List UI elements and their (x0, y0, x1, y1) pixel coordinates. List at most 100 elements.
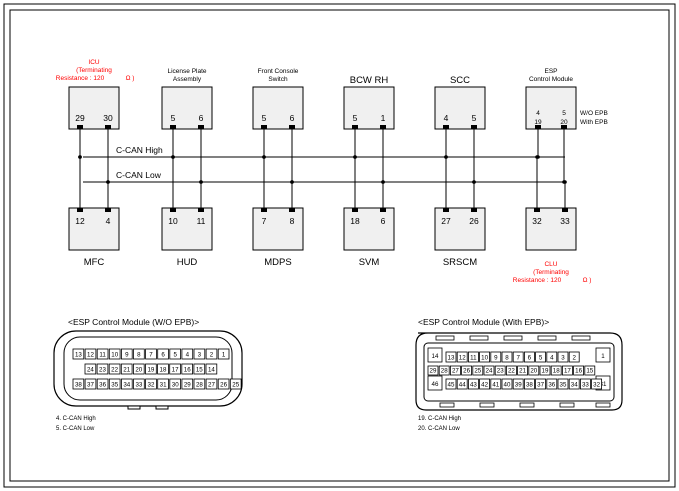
pin-cell-label: 21 (519, 368, 526, 375)
w-o-epb-label: W/O EPB (580, 110, 608, 117)
pin-label: 10 (168, 216, 178, 226)
pin-cell (217, 348, 230, 360)
pin-cell (528, 365, 540, 376)
pin-label: 8 (290, 216, 295, 226)
junction-dot (171, 155, 175, 159)
pin-cell (557, 378, 569, 390)
module-name: (Terminating (76, 67, 112, 74)
pin-cell (573, 365, 584, 376)
junction-dot (106, 180, 110, 184)
pin-cell (193, 363, 206, 375)
pin-cell (461, 365, 473, 376)
pin-cell (108, 348, 121, 360)
pin-cell-label: 26 (220, 382, 227, 389)
pin-cell-label: 18 (553, 368, 560, 375)
pin-cell-label: 43 (470, 382, 477, 389)
pin-cell-label: 6 (161, 352, 165, 359)
pin-cell (535, 351, 546, 363)
pin-cell-label: 28 (441, 368, 448, 375)
connector-tab (519, 402, 535, 408)
pin-cell (96, 348, 109, 360)
bottom-module-box (525, 207, 577, 251)
connector-tab (469, 335, 489, 341)
module-name: Resistance : 120 (513, 277, 562, 284)
pin-cell-label: 33 (582, 382, 589, 389)
pin-label: 1 (381, 113, 386, 123)
pin-cell-label: 22 (508, 368, 515, 375)
pin-marker (562, 208, 568, 212)
pin-cell (181, 363, 194, 375)
pin-label: 5 (262, 113, 267, 123)
pin-cell-label: 7 (149, 352, 153, 359)
pin-cell-label: 45 (448, 382, 455, 389)
pin-cell (133, 348, 145, 360)
pin-cell-label: 11 (470, 355, 477, 362)
pin-cell (524, 351, 535, 363)
junction-dot (472, 180, 476, 184)
inner-frame (9, 9, 670, 482)
pin-marker (380, 208, 386, 212)
pin-cell (133, 378, 145, 390)
pin-label: 30 (103, 113, 113, 123)
pin-marker (534, 208, 540, 212)
pin-cell (562, 365, 573, 376)
pin-cell (427, 365, 439, 376)
pin-cell (568, 351, 580, 363)
pin-cell (501, 351, 513, 363)
pin-marker (77, 208, 83, 212)
note: 4. C-CAN High (56, 416, 96, 422)
pin-cell-label: 34 (123, 382, 130, 389)
module-name: (Terminating (533, 269, 569, 276)
pin-marker (289, 125, 295, 129)
pin-cell (108, 378, 121, 390)
pin-cell (479, 378, 491, 390)
pin-cell-label: 28 (196, 382, 203, 389)
pin-cell (550, 365, 562, 376)
note: 5. C-CAN Low (56, 426, 95, 432)
module-name: SVM (359, 257, 380, 268)
module-name: ESP (544, 68, 557, 75)
pin-marker (561, 125, 567, 129)
pin-cell-label: 13 (75, 352, 82, 359)
pin-cell (157, 378, 169, 390)
big-pin-label: 46 (432, 381, 439, 388)
pin-marker (261, 208, 267, 212)
pin-cell-label: 15 (586, 368, 593, 375)
connector-tab (155, 405, 169, 410)
pin-cell-label: 35 (560, 382, 567, 389)
pin-cell (456, 378, 468, 390)
pin-cell-label: 17 (172, 367, 179, 374)
pin-label: 4 (536, 110, 540, 117)
pin-marker (170, 208, 176, 212)
pin-cell (181, 378, 194, 390)
pin-cell-label: 10 (111, 352, 118, 359)
pin-cell-label: 29 (430, 368, 437, 375)
pin-cell-label: 22 (111, 367, 118, 374)
pin-marker (471, 125, 477, 129)
module-name: Assembly (173, 76, 202, 83)
connector-tab (595, 402, 611, 408)
module-name: BCW RH (350, 75, 389, 86)
pin-cell-label: 2 (210, 352, 214, 359)
pin-label: 6 (290, 113, 295, 123)
with-epb-label: With EPB (580, 119, 608, 126)
pin-cell (494, 365, 506, 376)
module-name: Ω ) (583, 277, 592, 284)
pin-cell (121, 378, 133, 390)
module-name: Resistance : 120 (56, 75, 105, 82)
module-name: SCC (450, 75, 470, 86)
big-pin-cell (595, 347, 611, 363)
pin-cell (584, 365, 596, 376)
pin-cell-label: 31 (160, 382, 167, 389)
big-pin-cell (427, 347, 443, 363)
bottom-module-box (252, 207, 304, 251)
junction-dot (353, 155, 357, 159)
pin-cell-label: 16 (184, 367, 191, 374)
pin-cell-label: 29 (184, 382, 191, 389)
bottom-module-box (68, 207, 120, 251)
connector-tab (537, 335, 557, 341)
connector-tab (503, 335, 523, 341)
pin-cell (568, 378, 580, 390)
note: 20. C-CAN Low (418, 426, 460, 432)
pin-cell (229, 378, 242, 390)
